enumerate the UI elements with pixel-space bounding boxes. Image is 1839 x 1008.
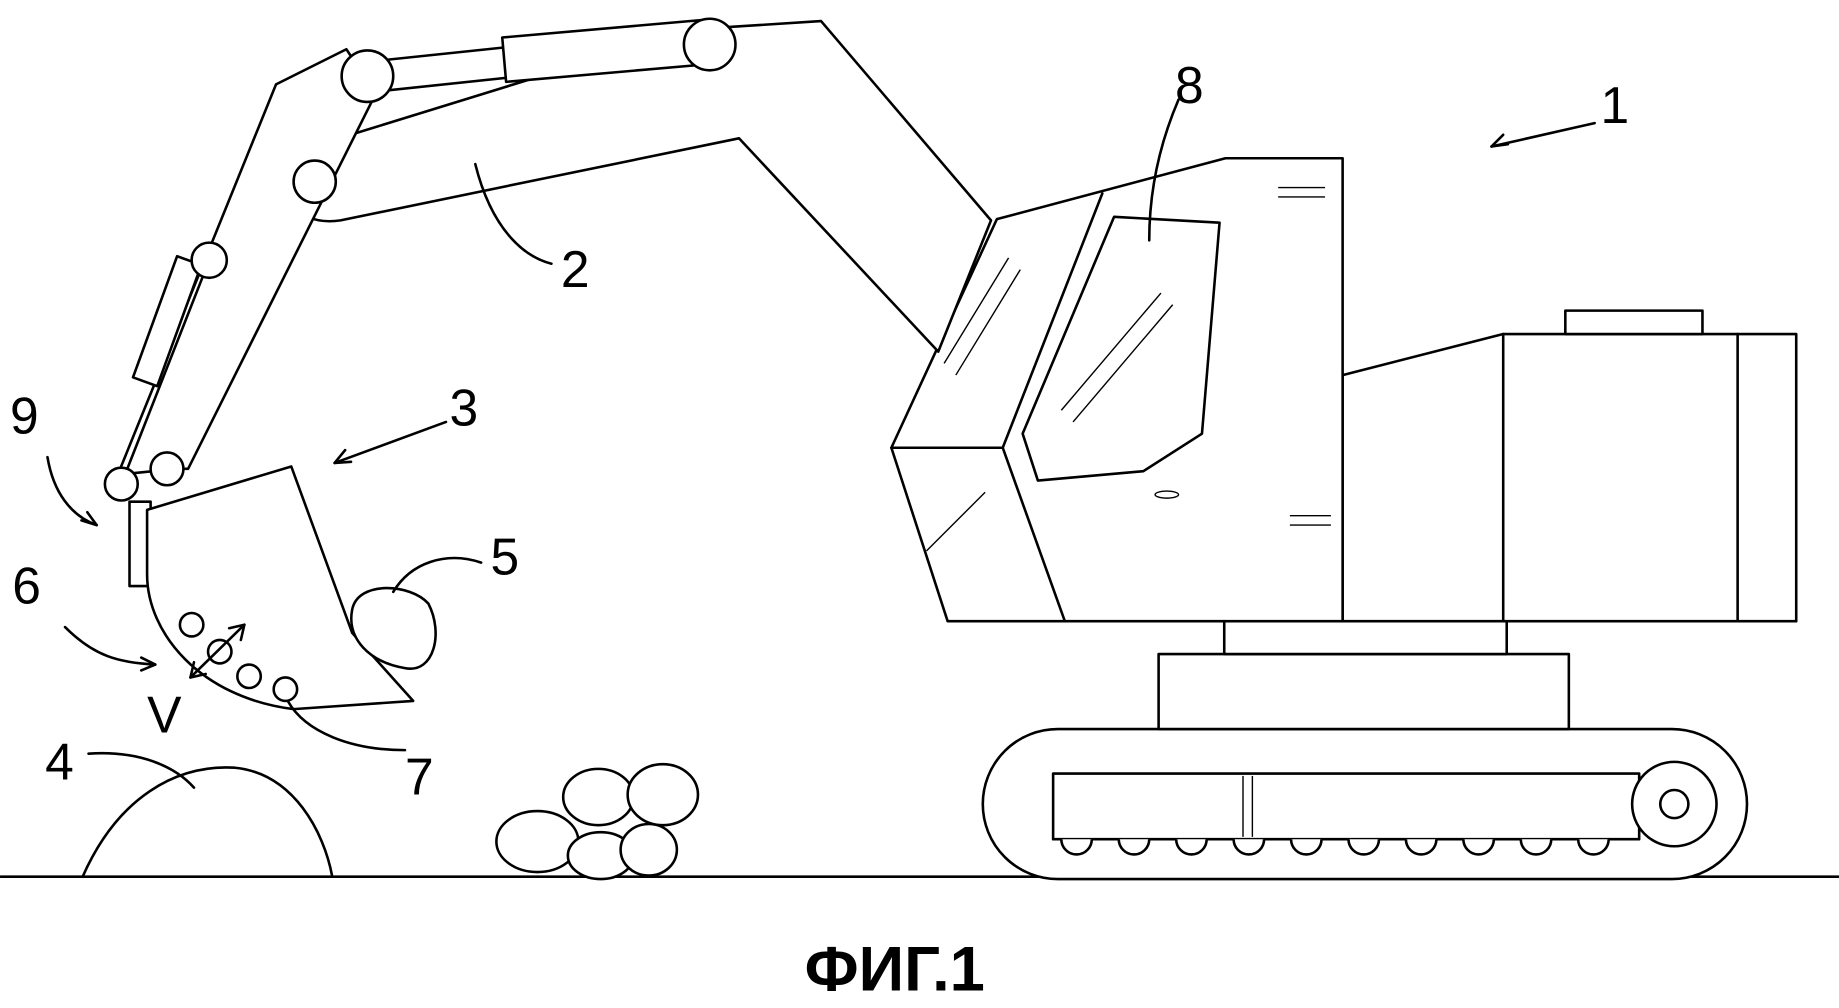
cab — [890, 156, 1344, 623]
label-2: 2 — [561, 240, 590, 298]
label-1: 1 — [1600, 76, 1629, 134]
boom — [103, 17, 993, 502]
track-roller — [1576, 839, 1610, 856]
label-4: 4 — [45, 732, 74, 790]
bucket — [128, 465, 415, 711]
engine-housing — [1341, 309, 1798, 623]
track-roller — [1174, 839, 1208, 856]
label-7: 7 — [405, 748, 434, 806]
track-roller — [1519, 839, 1553, 856]
label-6: 6 — [12, 557, 41, 615]
label-9: 9 — [10, 387, 39, 445]
track-roller — [1404, 839, 1438, 856]
turntable — [1222, 616, 1509, 656]
track-roller — [1232, 839, 1266, 856]
tracks — [981, 727, 1749, 881]
label-5: 5 — [491, 527, 520, 585]
track-roller — [1289, 839, 1323, 856]
stone — [350, 586, 437, 670]
track-roller — [1347, 839, 1381, 856]
label-v: V — [147, 686, 182, 744]
material-pile — [81, 766, 334, 879]
undercarriage — [1157, 652, 1571, 731]
track-roller — [1117, 839, 1151, 856]
leader-lines — [46, 98, 1596, 789]
label-3: 3 — [449, 378, 478, 436]
bucket-openings — [178, 611, 299, 703]
rock-pile — [495, 762, 700, 881]
figure-caption: ФИГ.1 — [805, 934, 985, 1004]
label-8: 8 — [1175, 56, 1204, 114]
track-roller — [1060, 839, 1094, 856]
track-roller — [1462, 839, 1496, 856]
